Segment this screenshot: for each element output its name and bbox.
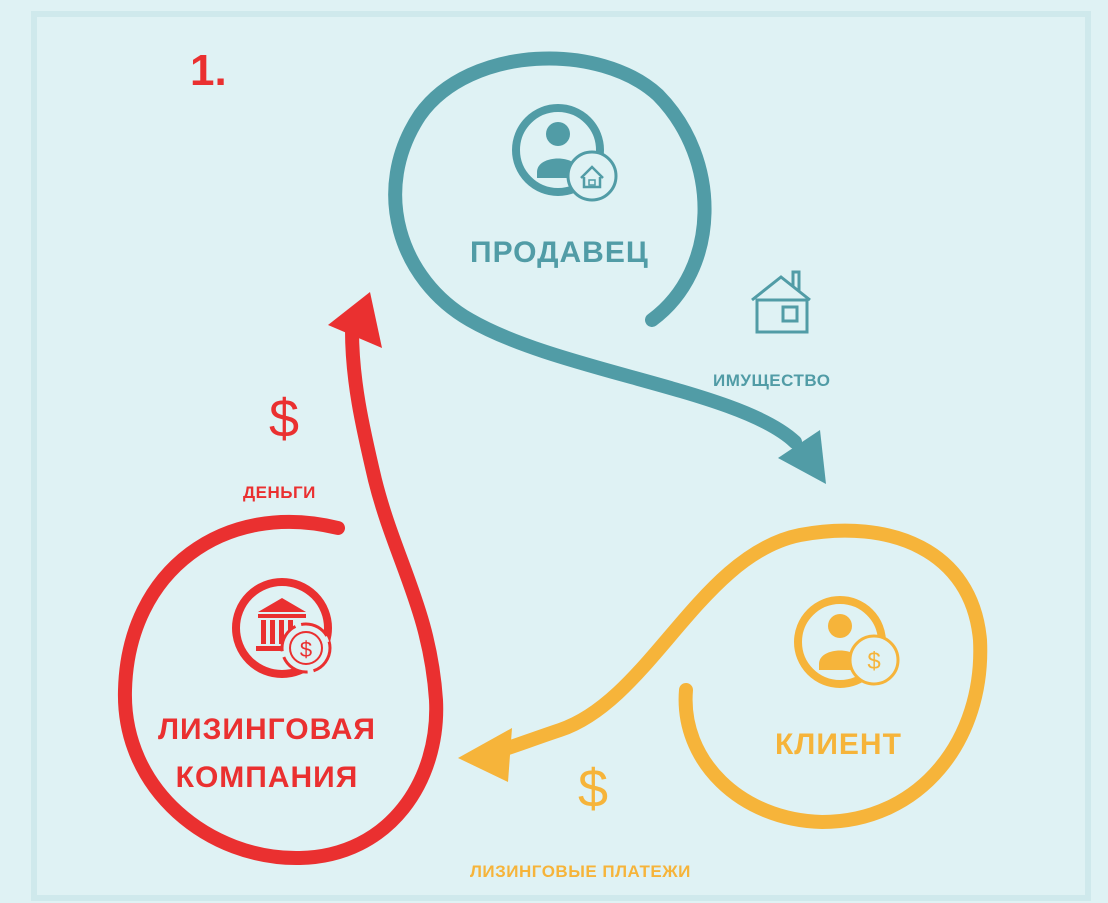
seller-arrowhead <box>778 430 826 484</box>
leasing-company-label: ЛИЗИНГОВАЯ КОМПАНИЯ <box>158 706 376 802</box>
leasing-loop-path <box>117 323 444 866</box>
seller-label: ПРОДАВЕЦ <box>470 236 649 269</box>
client-label: КЛИЕНТ <box>775 728 902 761</box>
money-flow-label: ДЕНЬГИ <box>243 483 316 502</box>
money-dollar-symbol: $ <box>269 389 300 449</box>
house-icon <box>751 270 811 334</box>
svg-text:$: $ <box>867 648 880 675</box>
seller-loop-path <box>388 51 802 449</box>
businessman-with-dollar-icon: $ <box>794 596 900 688</box>
svg-text:$: $ <box>300 637 312 662</box>
property-flow-label: ИМУЩЕСТВО <box>713 371 831 390</box>
businessman-with-house-icon <box>512 104 618 202</box>
payments-flow-label: ЛИЗИНГОВЫЕ ПЛАТЕЖИ <box>470 862 691 881</box>
client-loop-path <box>488 523 988 830</box>
payments-dollar-symbol: $ <box>578 759 609 819</box>
frame-border <box>31 11 1091 901</box>
leasing-company-label-line2: КОМПАНИЯ <box>175 761 359 794</box>
step-number: 1. <box>190 46 227 95</box>
client-arrowhead <box>458 728 512 782</box>
leasing-arrowhead <box>328 292 382 348</box>
leasing-company-label-line1: ЛИЗИНГОВАЯ <box>158 713 376 746</box>
bank-with-dollar-icon: $ <box>232 578 332 678</box>
